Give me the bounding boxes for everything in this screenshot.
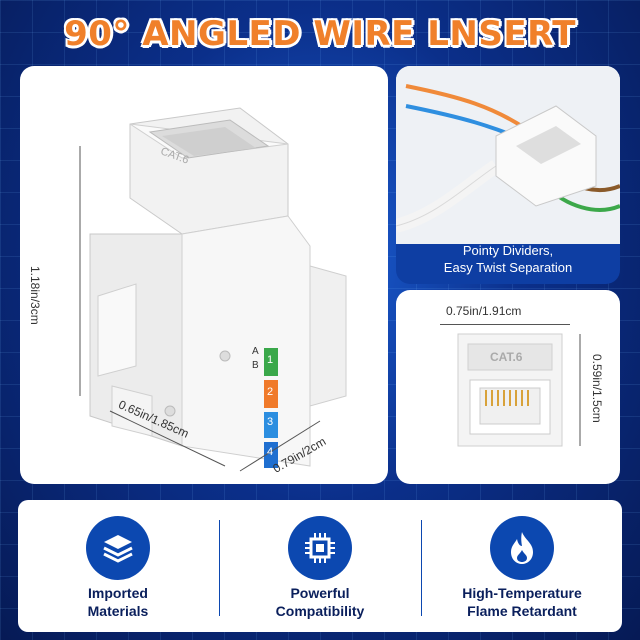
caption-line-2: Easy Twist Separation xyxy=(443,260,573,275)
feature-line-1: Powerful xyxy=(290,585,350,601)
features-panel: Imported Materials Powerful Compatibilit… xyxy=(18,500,622,632)
feature-powerful-compatibility: Powerful Compatibility xyxy=(220,500,420,632)
front-height-label: 0.59in/1.5cm xyxy=(590,354,604,423)
wiring-photo xyxy=(396,66,620,244)
front-view-panel: 0.75in/1.91cm CAT.6 0.59in/1.5cm xyxy=(396,290,620,484)
feature-line-2: Compatibility xyxy=(275,603,365,619)
pin-color-3 xyxy=(264,412,278,438)
divider xyxy=(219,520,220,616)
feature-label: Imported Materials xyxy=(18,584,218,620)
chip-icon xyxy=(288,516,352,580)
feature-imported-materials: Imported Materials xyxy=(18,500,218,632)
pin-number-1: 1 xyxy=(267,354,274,366)
pin-number-3: 3 xyxy=(267,416,274,428)
front-jack-text: CAT.6 xyxy=(490,350,523,364)
page-title: 90° ANGLED WIRE LNSERT xyxy=(64,14,576,54)
feature-label: Powerful Compatibility xyxy=(220,584,420,620)
divider xyxy=(421,520,422,616)
front-width-label: 0.75in/1.91cm xyxy=(446,304,522,318)
product-main-panel: 1.18in/3cm 0.65in/1.85cm 0.79in/2cm CAT.… xyxy=(20,66,388,484)
pin-label-b: B xyxy=(252,360,259,371)
layers-icon xyxy=(86,516,150,580)
feature-line-2: Materials xyxy=(87,603,149,619)
feature-line-1: Imported xyxy=(88,585,148,601)
pin-color-2 xyxy=(264,380,278,408)
front-jack-illustration xyxy=(457,333,581,447)
pin-label-a: A xyxy=(252,346,259,357)
wiring-photo-panel: Pointy Dividers, Easy Twist Separation xyxy=(396,66,620,284)
pin-number-4: 4 xyxy=(267,446,274,458)
flame-icon xyxy=(490,516,554,580)
caption-line-1: Pointy Dividers, xyxy=(462,243,554,258)
keystone-jack-illustration xyxy=(79,107,347,472)
wiring-caption: Pointy Dividers, Easy Twist Separation xyxy=(396,242,620,276)
pin-color-4 xyxy=(264,442,278,468)
feature-label: High-Temperature Flame Retardant xyxy=(422,584,622,620)
feature-line-2: Flame Retardant xyxy=(467,603,577,619)
main-height-label: 1.18in/3cm xyxy=(28,266,42,325)
pin-color-1 xyxy=(264,348,278,376)
front-width-line xyxy=(440,324,570,325)
feature-line-1: High-Temperature xyxy=(462,585,582,601)
feature-flame-retardant: High-Temperature Flame Retardant xyxy=(422,500,622,632)
pin-number-2: 2 xyxy=(267,386,274,398)
